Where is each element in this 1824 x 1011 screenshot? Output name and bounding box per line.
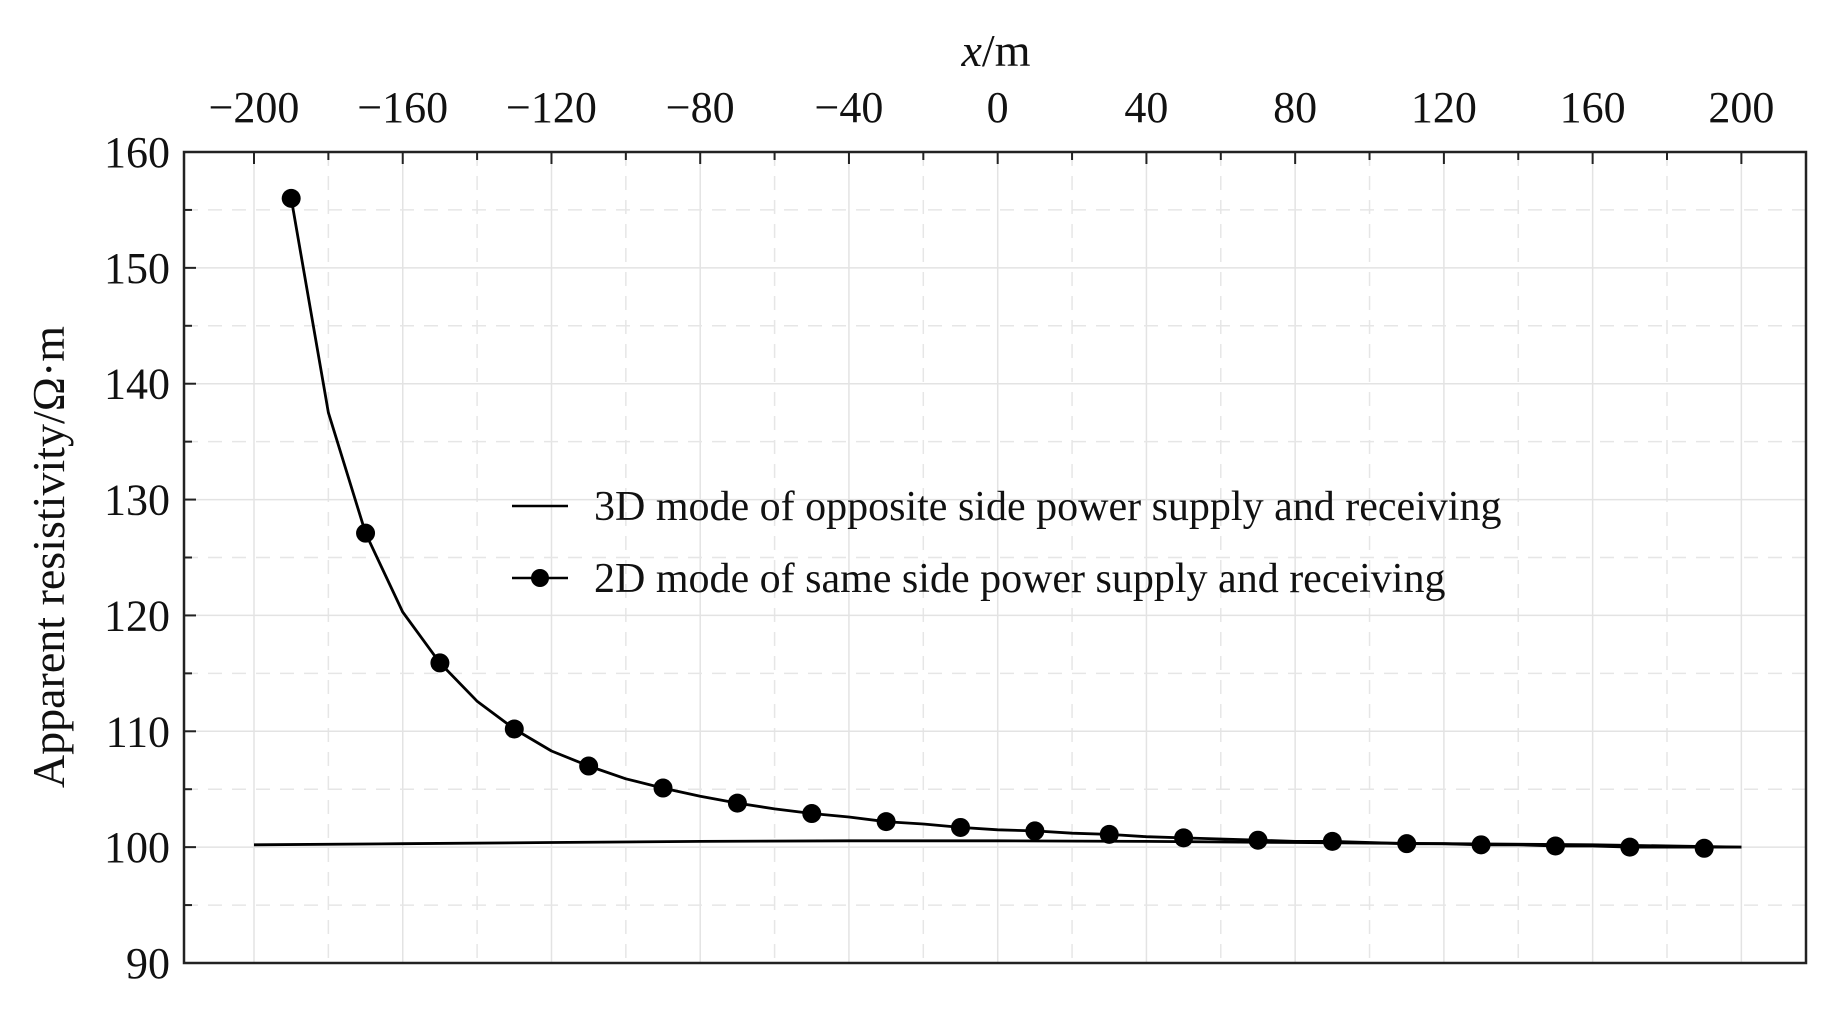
data-point-2d <box>653 778 673 798</box>
data-point-2d <box>1694 838 1714 858</box>
x-tick-label: 40 <box>1124 83 1168 132</box>
series-line-2d <box>289 198 1742 849</box>
data-point-2d <box>1620 837 1640 857</box>
data-point-2d <box>876 812 896 832</box>
x-tick-label: 80 <box>1273 83 1317 132</box>
x-axis-title-variable: x <box>961 25 983 76</box>
y-axis-title: Apparent resistivity/Ω·m <box>23 326 74 788</box>
data-point-2d <box>1322 831 1342 851</box>
plot-frame <box>182 150 1808 965</box>
y-tick-label: 130 <box>104 476 170 525</box>
x-axis-title: x/m <box>961 25 1031 76</box>
x-tick-label: −200 <box>209 83 300 132</box>
data-point-2d <box>1471 835 1491 855</box>
data-point-2d <box>951 817 971 837</box>
legend: 3D mode of opposite side power supply an… <box>512 484 1501 602</box>
data-point-2d <box>504 719 524 739</box>
x-tick-label: 160 <box>1560 83 1626 132</box>
data-point-2d <box>727 793 747 813</box>
data-point-2d <box>1025 821 1045 841</box>
axis-ticks <box>184 151 1743 964</box>
x-tick-label: 120 <box>1411 83 1477 132</box>
data-point-2d <box>579 756 599 776</box>
y-tick-label: 100 <box>104 823 170 872</box>
data-point-2d <box>356 523 376 543</box>
legend-label-3d: 3D mode of opposite side power supply an… <box>594 484 1501 530</box>
y-tick-label: 140 <box>104 360 170 409</box>
legend-label-2d: 2D mode of same side power supply and re… <box>594 556 1445 602</box>
y-tick-label: 90 <box>126 939 170 988</box>
x-tick-label: −120 <box>506 83 597 132</box>
grid <box>184 151 1806 964</box>
data-point-2d <box>802 804 822 824</box>
x-tick-label: 0 <box>987 83 1009 132</box>
x-axis-title-unit: /m <box>982 25 1031 76</box>
data-point-2d <box>430 653 450 673</box>
x-tick-labels: −200 −160 −120 −80 −40 0 40 80 120 160 200 <box>209 83 1775 132</box>
data-point-2d <box>1099 824 1119 844</box>
data-point-2d <box>1545 836 1565 856</box>
y-tick-labels: 90 100 110 120 130 140 150 160 <box>104 128 170 988</box>
data-point-2d <box>1397 834 1417 854</box>
series-group <box>253 188 1742 858</box>
y-tick-label: 110 <box>106 707 170 756</box>
x-tick-label: −160 <box>357 83 448 132</box>
y-tick-label: 150 <box>104 244 170 293</box>
data-point-2d <box>281 188 301 208</box>
x-tick-label: −80 <box>666 83 735 132</box>
y-tick-label: 120 <box>104 591 170 640</box>
y-tick-label: 160 <box>104 128 170 177</box>
x-tick-label: 200 <box>1708 83 1774 132</box>
x-tick-label: −40 <box>815 83 884 132</box>
data-point-2d <box>1174 828 1194 848</box>
legend-marker-2d <box>531 569 549 587</box>
data-point-2d <box>1248 830 1268 850</box>
